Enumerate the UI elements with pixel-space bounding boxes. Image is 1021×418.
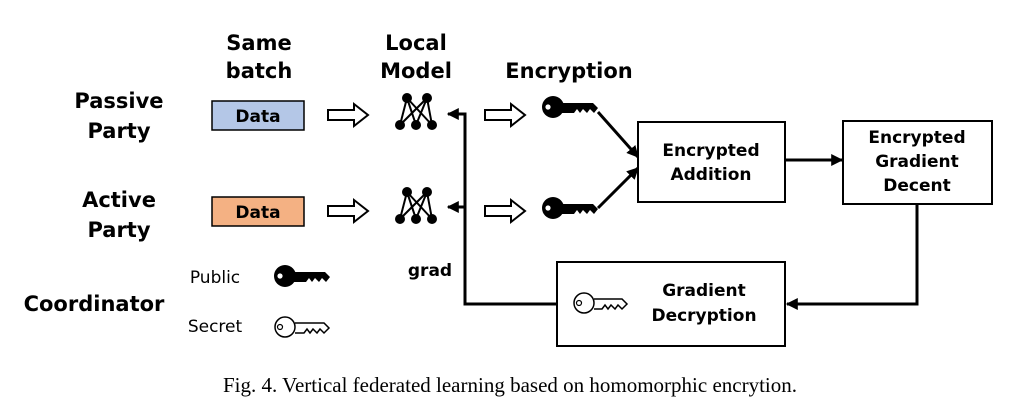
header-local: Local <box>385 31 447 55</box>
passive-party-label-2: Party <box>87 119 150 143</box>
encrypted-addition-box <box>637 121 786 203</box>
encrypted-addition-label-1: Encrypted <box>662 141 759 161</box>
passive-data-box <box>211 100 305 131</box>
decryption-secret-key-icon <box>573 292 629 314</box>
encrypted-gradient-label-2: Gradient <box>875 152 959 172</box>
header-same: Same <box>226 31 291 55</box>
encrypted-addition-label-2: Addition <box>670 165 751 185</box>
passive-data-to-model-arrow <box>327 103 369 127</box>
gradient-to-decryption-arrow <box>785 204 919 310</box>
header-model: Model <box>380 59 452 83</box>
passive-party-label-1: Passive <box>74 89 163 113</box>
passive-model-to-key-arrow <box>484 103 526 127</box>
gradient-decryption-label-2: Decryption <box>651 306 756 326</box>
active-public-key-icon <box>542 197 598 219</box>
encrypted-gradient-label-3: Decent <box>883 176 950 196</box>
grad-to-passive-model-arrow <box>446 108 557 306</box>
passive-data-label: Data <box>235 107 280 127</box>
coordinator-label: Coordinator <box>24 292 165 316</box>
grad-label: grad <box>408 261 452 281</box>
active-data-label: Data <box>235 203 280 223</box>
gradient-decryption-label-1: Gradient <box>662 281 746 301</box>
active-network-icon <box>394 186 438 225</box>
legend-secret-key-icon <box>274 316 331 338</box>
legend-public-key-icon <box>274 265 330 287</box>
gradient-decryption-box <box>556 261 786 347</box>
active-key-to-addition-arrow <box>596 166 640 210</box>
legend-secret-label: Secret <box>188 317 243 337</box>
header-batch: batch <box>226 59 293 83</box>
passive-network-icon <box>394 92 438 131</box>
active-party-label-1: Active <box>82 188 156 212</box>
active-model-to-key-arrow <box>484 199 526 223</box>
active-data-box <box>211 196 305 227</box>
passive-key-to-addition-arrow <box>596 111 640 158</box>
header-encryption: Encryption <box>505 59 632 83</box>
active-party-label-2: Party <box>87 218 150 242</box>
legend-public-label: Public <box>190 268 240 288</box>
passive-public-key-icon <box>542 96 598 118</box>
figure-caption: Fig. 4. Vertical federated learning base… <box>223 373 797 397</box>
encrypted-gradient-label-1: Encrypted <box>868 128 965 148</box>
active-data-to-model-arrow <box>327 199 369 223</box>
